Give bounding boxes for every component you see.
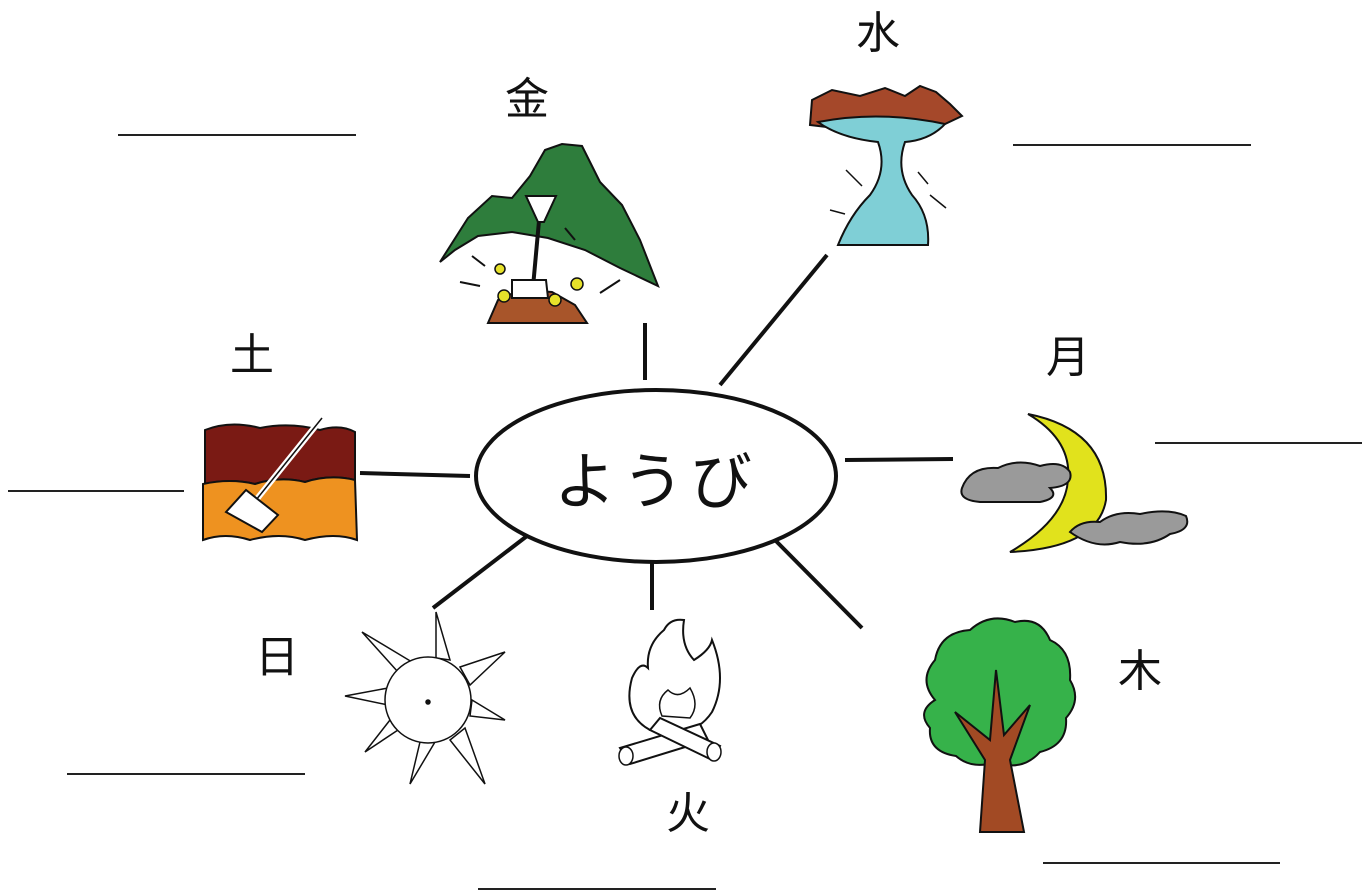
tree-icon [923,617,1077,833]
answer-blank-water[interactable] [1013,144,1251,146]
answer-blank-sun[interactable] [67,773,305,775]
kanji-fire: 火 [666,788,710,839]
connector-sun [431,534,529,610]
center-label: ようび [553,445,758,518]
kanji-water: 水 [856,8,900,59]
connector-moon [844,457,954,462]
connector-lines [359,253,954,630]
campfire-icon [618,618,722,766]
mountain-gold-icon [439,142,660,324]
answer-blank-tree[interactable] [1043,862,1280,864]
kanji-sun: 日 [255,632,299,683]
kanji-gold: 金 [505,74,549,125]
answer-blank-gold[interactable] [118,134,356,136]
answer-blank-fire[interactable] [478,888,716,890]
connector-tree [773,538,864,630]
moon-icon [960,413,1189,553]
answer-blank-moon[interactable] [1155,442,1362,444]
connector-water [718,253,829,387]
soil-shovel-icon [202,416,359,542]
kanji-earth: 土 [230,330,274,381]
answer-blank-earth[interactable] [8,490,184,492]
kanji-tree: 木 [1118,646,1162,697]
center-ellipse [474,388,838,564]
sun-icon [344,611,506,785]
kanji-moon: 月 [1046,332,1090,383]
connector-earth [359,471,471,478]
waterfall-icon [808,84,964,246]
